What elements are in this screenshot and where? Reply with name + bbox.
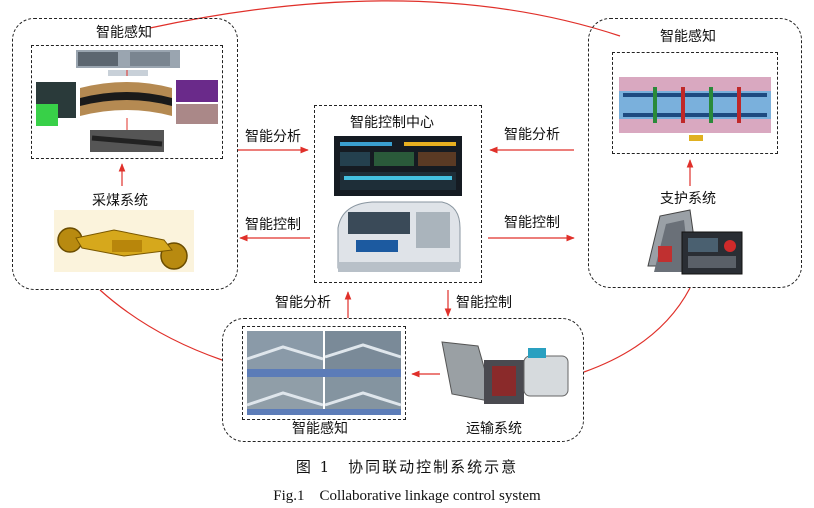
- bottom-perception-image: [246, 331, 402, 415]
- control-center-screen: [334, 136, 462, 196]
- right-perception-image: [619, 77, 771, 141]
- support-image: [640, 206, 746, 278]
- right-control-label: 智能控制: [504, 215, 560, 231]
- mining-system-group: [12, 18, 238, 290]
- arc-right-bottom: [583, 287, 691, 373]
- left-perception-label: 智能感知: [96, 25, 152, 41]
- control-center-cabin: [332, 198, 464, 278]
- conveyor-image: [438, 332, 574, 416]
- bottom-control-label: 智能控制: [456, 295, 512, 311]
- left-analysis-label: 智能分析: [245, 129, 301, 145]
- left-perception-image: [36, 50, 218, 152]
- arc-left-bottom: [99, 289, 223, 361]
- support-system-group: [588, 18, 802, 288]
- arc-top: [149, 0, 621, 37]
- control-center-title: 智能控制中心: [350, 115, 434, 131]
- right-perception-box: [612, 52, 778, 154]
- figure-caption-cn: 图 1 协同联动控制系统示意: [295, 458, 519, 476]
- bottom-perception-label: 智能感知: [292, 421, 348, 437]
- right-perception-label: 智能感知: [660, 29, 716, 45]
- right-system-label: 支护系统: [660, 191, 716, 207]
- transport-system-group: [222, 318, 584, 442]
- shearer-image: [54, 210, 194, 272]
- left-control-label: 智能控制: [245, 217, 301, 233]
- left-system-label: 采煤系统: [92, 193, 148, 209]
- figure-caption-en: Fig.1 Collaborative linkage control syst…: [273, 488, 541, 504]
- right-analysis-label: 智能分析: [504, 127, 560, 143]
- bottom-system-label: 运输系统: [466, 421, 522, 437]
- bottom-analysis-label: 智能分析: [275, 295, 331, 311]
- bottom-perception-box: [242, 326, 406, 420]
- left-perception-box: [31, 45, 223, 159]
